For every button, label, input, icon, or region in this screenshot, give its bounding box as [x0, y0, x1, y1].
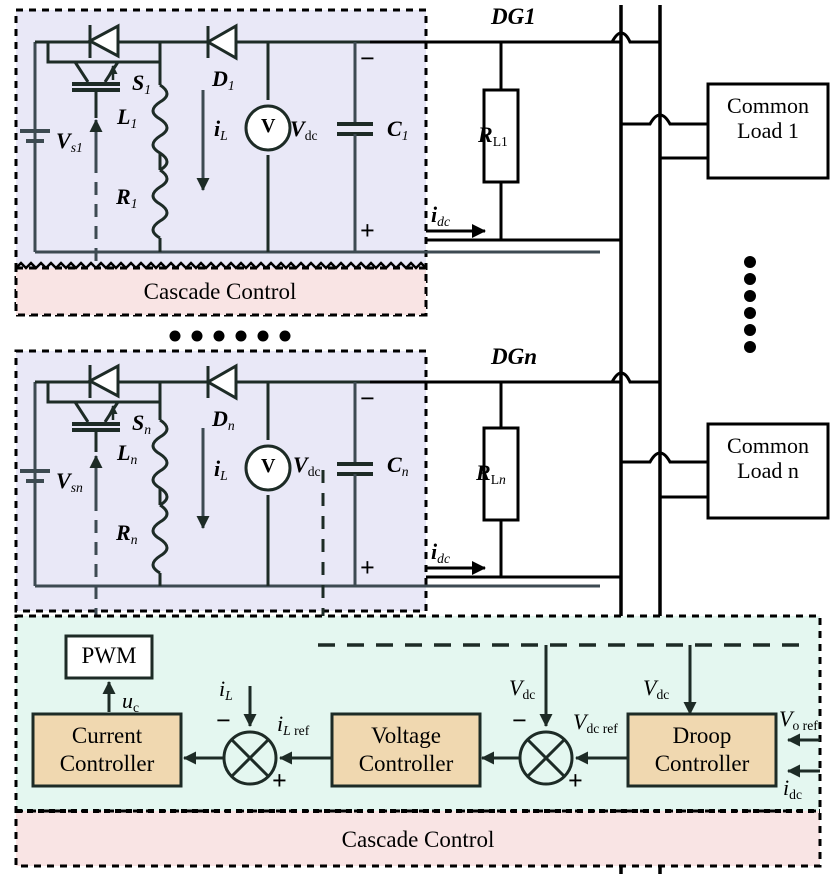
- droop-controller-line2: Controller: [654, 751, 750, 777]
- current-controller-line2: Controller: [59, 751, 155, 777]
- common-load-1-label: Common Load 1: [708, 93, 828, 144]
- dgn-external-network: [426, 371, 830, 579]
- common-load-1-line2: Load 1: [737, 118, 799, 144]
- control-idc-label: idc: [783, 775, 802, 802]
- dg1-load-resistor-label: RL1: [478, 122, 508, 149]
- dg1-voltmeter-label: V: [261, 115, 276, 137]
- bottom-cascade-control-label: Cascade Control: [341, 827, 495, 852]
- sum2-plus-sign: +: [568, 766, 583, 795]
- dg1-polarity-minus: −: [360, 44, 375, 73]
- dgn-vdc-label: Vdc: [293, 452, 321, 479]
- dgn-diode-label: Dn: [212, 406, 235, 433]
- sum1-plus-sign: +: [272, 766, 287, 795]
- dg1-switch-label: S1: [132, 70, 152, 97]
- dgn-cap-label: Cn: [387, 452, 409, 479]
- dgn-block: [14, 349, 621, 640]
- dgn-source-label: Vsn: [56, 468, 83, 495]
- vertical-ellipsis: [744, 256, 756, 353]
- sum1-minus-sign: −: [216, 706, 231, 735]
- dgn-tag: DGn: [491, 344, 538, 369]
- voltage-controller-line1: Voltage: [371, 723, 441, 748]
- voltage-controller-label: Voltage Controller: [332, 722, 480, 778]
- dg1-source-label: Vs1: [56, 128, 83, 155]
- dgn-load-resistor-label: RLn: [476, 460, 506, 487]
- control-vdc-ref-label: Vdc ref: [573, 709, 618, 736]
- horizontal-ellipsis: [169, 330, 291, 342]
- dgn-voltmeter-label: V: [261, 455, 276, 477]
- dg1-tag: DG1: [491, 4, 536, 29]
- dg1-inductor-label: L1: [117, 104, 138, 131]
- common-load-1-line1: Common: [727, 93, 809, 118]
- dgn-polarity-plus: +: [360, 553, 375, 582]
- dg1-block: [14, 8, 621, 317]
- control-vdc1-label: Vdc: [509, 675, 536, 702]
- control-vo-ref-label: Vo ref: [779, 706, 818, 733]
- dgn-resistor-label: Rn: [116, 520, 138, 547]
- control-il-label: iL: [219, 676, 233, 703]
- droop-controller-line1: Droop: [672, 723, 732, 748]
- dgn-switch-label: Sn: [132, 410, 152, 437]
- dgn-polarity-minus: −: [360, 384, 375, 413]
- dg1-cascade-control-label: Cascade Control: [143, 279, 297, 304]
- dg1-vdc-label: Vdc: [290, 116, 318, 143]
- droop-controller-label: Droop Controller: [628, 722, 776, 778]
- current-controller-label: Current Controller: [33, 722, 181, 778]
- common-load-n-line1: Common: [727, 433, 809, 458]
- dg1-polarity-plus: +: [360, 216, 375, 245]
- dg1-diode-label: D1: [212, 66, 235, 93]
- dg1-resistor-label: R1: [116, 184, 138, 211]
- dgn-il-label: iL: [214, 456, 228, 483]
- voltage-controller-line2: Controller: [358, 751, 454, 777]
- current-controller-line1: Current: [71, 723, 143, 748]
- dgn-idc-label: idc: [431, 539, 450, 566]
- sum2-minus-sign: −: [512, 706, 527, 735]
- control-vdc2-label: Vdc: [643, 675, 670, 702]
- uc-label: uc: [122, 688, 140, 715]
- pwm-block-label: PWM: [81, 643, 137, 668]
- common-load-n-line2: Load n: [737, 458, 799, 484]
- control-il-ref-label: iL ref: [277, 711, 310, 738]
- cascade-control-block: [14, 614, 822, 868]
- dg1-cap-label: C1: [387, 116, 409, 143]
- dg1-il-label: iL: [214, 116, 228, 143]
- dgn-inductor-label: Ln: [117, 440, 138, 467]
- common-load-n-label: Common Load n: [708, 433, 828, 484]
- dg1-idc-label: idc: [431, 202, 450, 229]
